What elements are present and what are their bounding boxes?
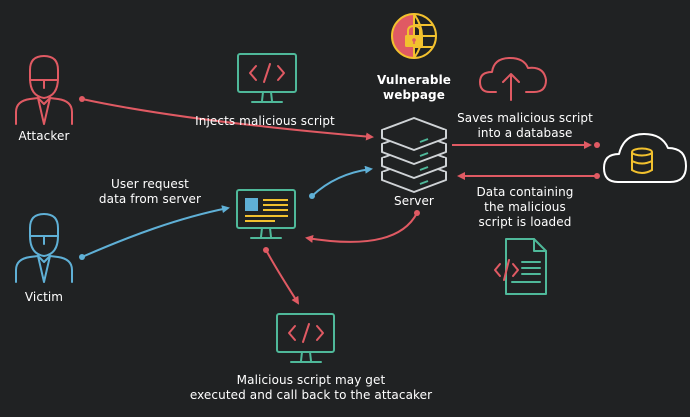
executed-label-line2: executed and call back to the attacaker [189,388,433,402]
executed-computer-code-monitor-icon [276,313,335,363]
globe-lock-icon [391,13,437,59]
server-label: Server [394,194,434,208]
attacker-person-icon [15,55,73,125]
arrow-server-to-page [305,210,420,243]
cloud-upload-icon [479,57,547,101]
arrow-injects [79,96,374,141]
victim-person-icon [15,213,73,283]
executed-label-line1: Malicious script may get [236,373,386,387]
attacker-label: Attacker [18,129,70,143]
saves-label-line2: into a database [477,126,573,140]
vulnerable-webpage-label-line2: webpage [383,88,445,102]
arrow-saves [452,141,600,149]
injects-label: Injects malicious script [195,114,335,128]
victim-computer-webpage-monitor-icon [236,189,296,239]
saves-label-line1: Saves malicious script [457,111,593,125]
user-request-label-line1: User request [111,177,189,191]
code-document-icon [494,238,547,295]
victim-label: Victim [24,290,64,304]
arrow-data-loaded [457,172,600,180]
data-loaded-label-line3: script is loaded [478,215,572,229]
server-stack-icon [381,117,447,193]
data-loaded-label-line2: the malicious [484,200,566,214]
arrow-page-to-server [309,165,373,199]
vulnerable-webpage-label-line1: Vulnerable [376,73,452,87]
user-request-label-line2: data from server [98,192,202,206]
arrow-executed [263,247,300,305]
data-loaded-label-line1: Data containing [476,185,574,199]
arrow-user-request [79,205,230,260]
attacker-computer-code-monitor-icon [237,53,297,103]
cloud-database-icon [603,133,687,183]
